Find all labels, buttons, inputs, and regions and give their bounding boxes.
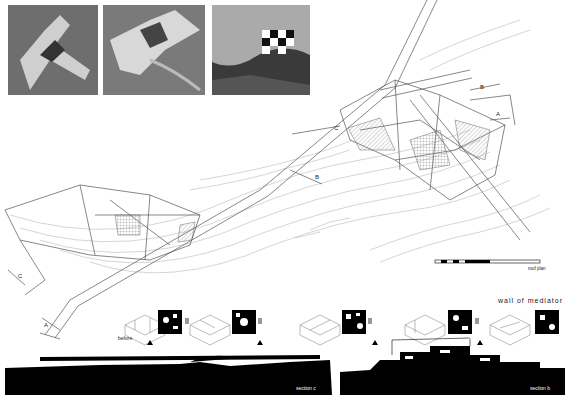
sections	[5, 338, 565, 395]
heading: wall of mediator	[498, 297, 563, 304]
icon-row	[125, 310, 559, 345]
section-marker: A	[496, 111, 500, 117]
section-marker: C	[334, 125, 338, 131]
section-marker: B	[480, 84, 484, 90]
contour-lines	[10, 20, 550, 273]
section-marker: C	[18, 273, 22, 279]
section-marker: B	[315, 174, 319, 180]
scale-bar	[435, 260, 540, 263]
drawing-title: roof plan	[528, 267, 546, 272]
plan-lines	[5, 0, 530, 339]
model-photos	[8, 5, 310, 95]
icon-caption: before	[118, 336, 132, 341]
section-marker: A	[44, 322, 48, 328]
section-title: section b	[530, 386, 550, 391]
section-title: section c	[296, 386, 316, 391]
